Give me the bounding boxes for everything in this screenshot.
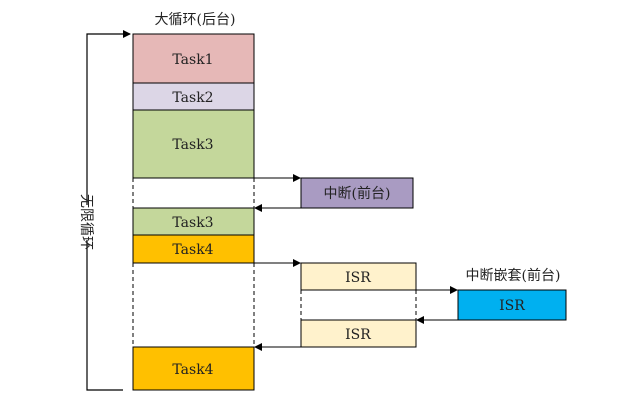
task4-resume-block <box>132 346 255 391</box>
loop-line-bottom <box>86 240 123 391</box>
loop-label: 无限循环 <box>78 194 94 250</box>
isr-resume-label: ISR <box>345 327 371 343</box>
isr-resume-block <box>300 319 417 348</box>
task3-resume-label: Task3 <box>172 215 213 231</box>
interrupt-label: 中断(前台) <box>324 185 391 202</box>
isr-block <box>300 262 417 291</box>
nested-interrupt-title: 中断嵌套(前台) <box>466 267 561 284</box>
task1-label: Task1 <box>172 52 213 68</box>
task4-block <box>132 234 255 264</box>
task1-block <box>132 33 255 84</box>
task4-resume-label: Task4 <box>172 362 213 378</box>
loop-arrow-top <box>86 30 131 205</box>
nested-isr-label: ISR <box>499 298 525 314</box>
nested-isr-block <box>457 289 567 321</box>
main-loop-title: 大循环(后台) <box>155 12 236 28</box>
task2-block <box>132 82 255 111</box>
isr-label: ISR <box>345 270 371 286</box>
interrupt-block <box>300 177 414 209</box>
task4-label: Task4 <box>172 242 213 258</box>
task3-block <box>132 109 255 179</box>
task3-label: Task3 <box>172 137 213 153</box>
task2-label: Task2 <box>172 90 213 106</box>
task3-resume-block <box>132 207 255 236</box>
loop-label-group: 无限循环 <box>78 194 94 250</box>
